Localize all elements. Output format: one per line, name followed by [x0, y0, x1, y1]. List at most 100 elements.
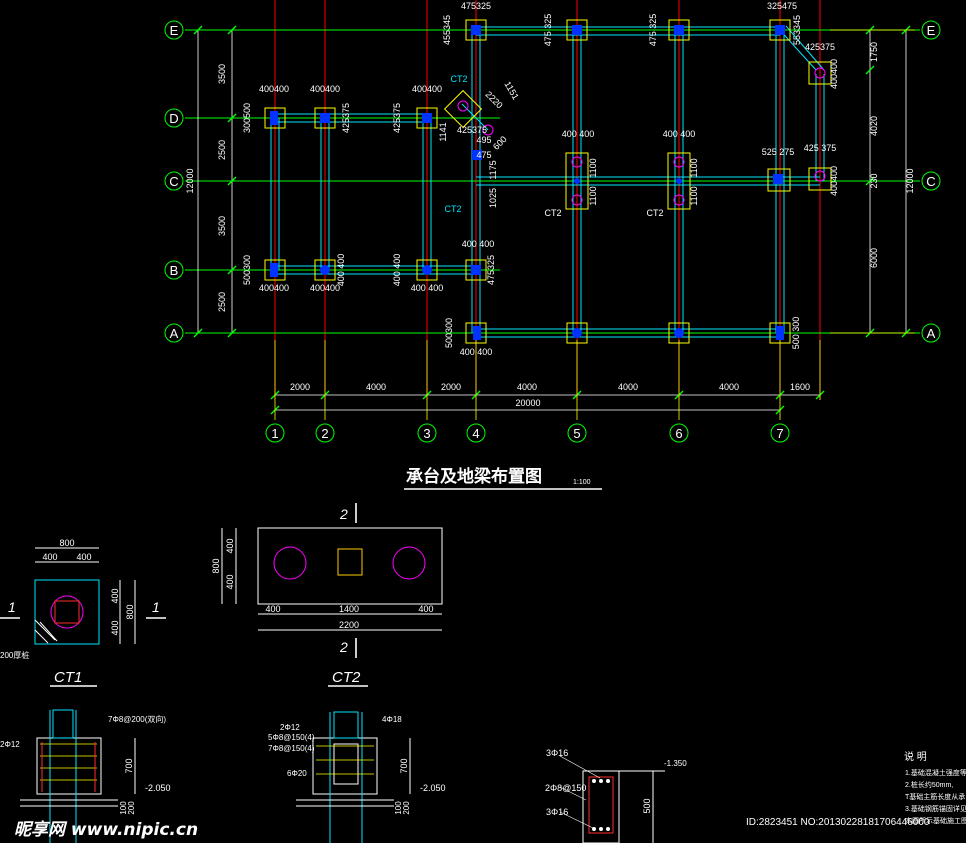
pile-label: 400 400	[460, 347, 493, 357]
col-label-5: 5	[573, 426, 580, 441]
sec3-level: -1.350	[664, 759, 687, 768]
row-label-e: E	[170, 23, 179, 38]
dim-2-3: 4000	[366, 382, 386, 392]
pile-label: 455345	[442, 15, 452, 45]
sec2-level: -2.050	[420, 783, 446, 793]
sec2-depth: 700	[399, 758, 409, 773]
pile-label: CT2	[646, 208, 663, 218]
pile-label: 425375	[392, 103, 402, 133]
row-label-c-right: C	[926, 174, 935, 189]
ct2-section-mark-bottom: 2	[339, 639, 348, 655]
dim-right-1: 1750	[869, 42, 879, 62]
dim-left-b-a: 2500	[217, 292, 227, 312]
ct1-note: 200厚桩	[0, 650, 29, 660]
pile-label: CT2	[544, 208, 561, 218]
dim-4-5: 4000	[517, 382, 537, 392]
ground-beams	[270, 25, 825, 338]
pile-label: 400400	[259, 84, 289, 94]
row-label-e-right: E	[927, 23, 936, 38]
pile-label: 400 400	[562, 129, 595, 139]
sec2-dim-a: 100	[394, 801, 403, 815]
sec2-bars-right: 4Φ18	[382, 715, 402, 724]
ct1-dim-side: 800	[125, 604, 135, 619]
dim-left-e-d: 3500	[217, 64, 227, 84]
col-label-4: 4	[472, 426, 479, 441]
ct1-section-mark-right: 1	[152, 599, 160, 615]
pile-label: 495	[476, 135, 491, 145]
sec3-stirrup: 2Φ8@150	[545, 783, 586, 793]
row-label-b: B	[170, 263, 179, 278]
pile-label: CT2	[450, 74, 467, 84]
sec3-bottom-bars: 3Φ16	[546, 807, 568, 817]
notes-line-2: 2.桩长约50mm,	[905, 780, 953, 789]
ct1-dim-top: 800	[59, 538, 74, 548]
pile-label: 500 300	[791, 317, 801, 350]
pile-label: 500300	[444, 318, 454, 348]
dim-left-total: 12000	[185, 168, 195, 193]
dim-right-c: 230	[869, 173, 879, 188]
sec2-stirrup-a: 5Φ8@150(4)	[268, 733, 315, 742]
pile-label: 1100	[588, 158, 598, 177]
pile-label: 400400	[829, 59, 839, 89]
pile-label: 1141	[438, 122, 448, 141]
pile-label: 475 325	[543, 14, 553, 47]
pile-label: 475 325	[648, 14, 658, 47]
pile-label: 1100	[689, 158, 699, 177]
dim-ticks	[193, 25, 911, 415]
dim-left-c-b: 3500	[217, 216, 227, 236]
pile-label: 553345	[792, 15, 802, 45]
dim-6-7: 4000	[719, 382, 739, 392]
ct1-dim-side-t: 400	[110, 588, 120, 603]
pile-label: 400400	[310, 84, 340, 94]
sec3-depth: 500	[642, 798, 652, 813]
pile-label: 400400	[259, 283, 289, 293]
sec1-stirrup: 7Φ8@200(双向)	[108, 714, 166, 724]
pile-label: 1151	[502, 80, 520, 102]
axis-labels: E D C B A E C A 1 2 3 4 5 6 7	[169, 23, 935, 441]
pile-label: CT2	[444, 204, 461, 214]
pile-label: 1025	[488, 188, 498, 208]
ct1-dim-side-b: 400	[110, 620, 120, 635]
dim-3-4: 2000	[441, 382, 461, 392]
pile-labels: 400400 400400 400400 425375 425375 42537…	[242, 1, 839, 357]
pile-label: 1100	[689, 186, 699, 205]
ct2-dim-side: 800	[211, 558, 221, 573]
pile-caps	[264, 19, 832, 344]
dim-left-d-c: 2500	[217, 140, 227, 160]
ct2-section-mark-top: 2	[339, 506, 348, 522]
pile-label: 475325	[461, 1, 491, 11]
ct2-label: CT2	[332, 669, 361, 686]
detail-ct1: 800 400 400 400 400 800 1 1 200厚桩 CT1	[0, 538, 166, 687]
row-label-d: D	[169, 111, 178, 126]
row-label-a-right: A	[927, 326, 936, 341]
sec2-bars-top: 2Φ12	[280, 723, 300, 732]
dim-lines-left	[197, 30, 907, 411]
section-ct2: 2Φ12 5Φ8@150(4) 7Φ8@150(4) 6Φ20 4Φ18 700…	[268, 711, 446, 843]
detail-ct2: 400 400 800 400 1400 400 2200 2 2 CT2	[211, 503, 443, 687]
notes-title: 说 明	[904, 750, 927, 763]
dim-7-end: 1600	[790, 382, 810, 392]
col-label-1: 1	[271, 426, 278, 441]
sec1-depth: 700	[124, 758, 134, 773]
pile-label: 400 400	[336, 254, 346, 287]
pile-label: 600	[491, 134, 509, 152]
pile-label: 400400	[829, 166, 839, 196]
pile-label: 425375	[457, 125, 487, 135]
pile-label: 425375	[341, 103, 351, 133]
grid-lines	[185, 0, 920, 400]
notes: 说 明 1.基础混凝土强度等级C 2.桩长约50mm, T基础主筋长度从承台 3…	[904, 750, 966, 825]
notes-line-1: 1.基础混凝土强度等级C	[905, 768, 966, 777]
pile-label: 475	[476, 150, 491, 160]
dim-total: 20000	[515, 398, 540, 408]
ct1-label: CT1	[54, 669, 82, 686]
axis-bubbles	[164, 20, 941, 443]
watermark-site: 昵享网 www.nipic.cn	[14, 820, 199, 840]
sec2-dim-b: 200	[402, 801, 411, 815]
col-label-7: 7	[776, 426, 783, 441]
pile-label: 325475	[767, 1, 797, 11]
ct1-dim-top-l: 400	[42, 552, 57, 562]
plan-title: 承台及地梁布置图 1:100	[404, 466, 602, 490]
sec2-stirrup-b: 7Φ8@150(4)	[268, 744, 315, 753]
dim-5-6: 4000	[618, 382, 638, 392]
